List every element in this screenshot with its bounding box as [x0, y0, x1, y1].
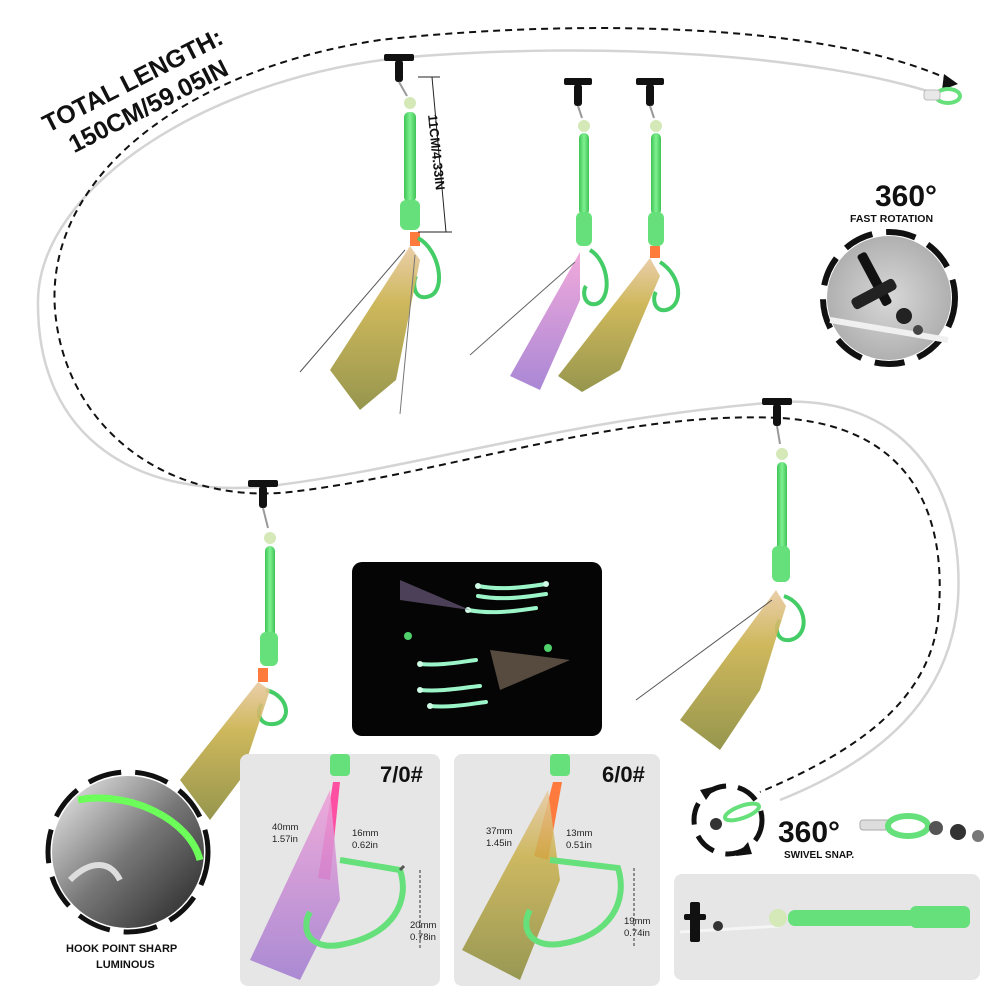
fast-rotation-badge: 360° FAST ROTATION: [820, 180, 958, 367]
hook-feature-line-1: HOOK POINT SHARP: [66, 943, 177, 955]
hook-60-bend-in: 0.74in: [624, 928, 650, 939]
hook-70-bend-in: 0.78in: [410, 932, 436, 943]
hook-60-size: 6/0#: [602, 762, 645, 787]
hook-60-shank-mm: 37mm: [486, 826, 512, 837]
hook-60-gap-in: 0.51in: [566, 840, 592, 851]
leader-line: [36, 49, 960, 802]
hook-6-0-panel: 6/0# 37mm 1.45in 13mm 0.51in 19mm 0.74in: [454, 754, 660, 986]
total-length-dashed-path: [53, 27, 951, 793]
hook-70-shank-mm: 40mm: [272, 822, 298, 833]
snood-length-label: 11CM/4.33IN: [425, 114, 448, 191]
dropper-rig-3: [558, 78, 681, 392]
hook-60-shank-in: 1.45in: [486, 838, 512, 849]
swivel-snap-product: [859, 813, 984, 842]
total-length-label: TOTAL LENGTH: 150CM/59.05IN: [38, 23, 233, 158]
hook-7-0-panel: 7/0# 40mm 1.57in 16mm 0.62in 20mm 0.78in: [240, 754, 440, 986]
snood-length-dimension: 11CM/4.33IN: [418, 76, 452, 233]
hook-feature-line-2: LUMINOUS: [96, 959, 155, 971]
swivel-caption: SWIVEL SNAP.: [784, 850, 854, 861]
dropper-rig-1: [299, 54, 442, 415]
hook-60-gap-mm: 13mm: [566, 828, 592, 839]
dropper-rig-4: [180, 480, 288, 820]
dropper-rig-5: [635, 398, 806, 750]
hook-60-bend-mm: 19mm: [624, 916, 650, 927]
swivel-snap-badge: 360° SWIVEL SNAP.: [691, 783, 984, 861]
dropper-rig-2: [469, 78, 609, 390]
hook-70-size: 7/0#: [380, 762, 423, 787]
hook-70-gap-mm: 16mm: [352, 828, 378, 839]
rotation-value: 360°: [875, 180, 937, 213]
glow-in-dark-panel: [352, 562, 602, 736]
snood-detail-panel: [674, 874, 980, 980]
hook-70-shank-in: 1.57in: [272, 834, 298, 845]
end-loop: [923, 87, 962, 105]
hook-70-gap-in: 0.62in: [352, 840, 378, 851]
hook-70-bend-mm: 20mm: [410, 920, 436, 931]
swivel-value: 360°: [778, 816, 840, 849]
rotation-caption: FAST ROTATION: [850, 213, 933, 225]
hook-point-closeup: HOOK POINT SHARP LUMINOUS: [45, 769, 211, 971]
arrow-head-icon: [942, 74, 958, 90]
